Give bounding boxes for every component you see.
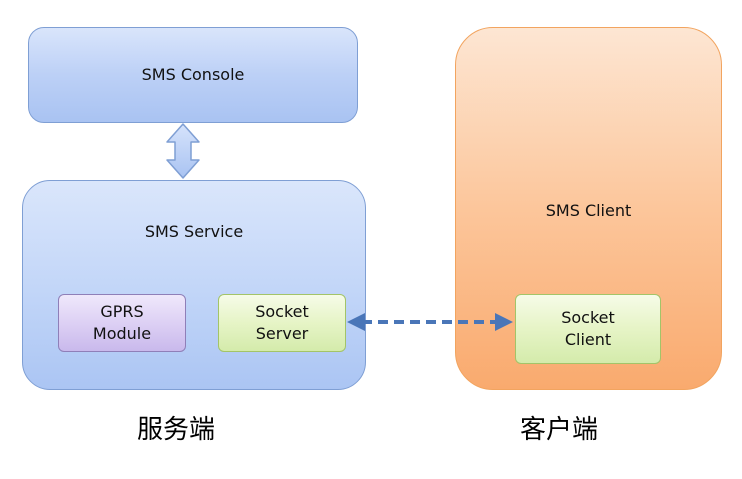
- gprs-module-label-line1: GPRS: [100, 302, 144, 322]
- client-side-label: 客户端: [520, 415, 599, 445]
- socket-client-label-line2: Client: [564, 330, 612, 349]
- socket-arrowhead-left: [347, 313, 365, 331]
- sms-service-box: SMS Service: [22, 180, 366, 390]
- gprs-module-label-line2: Module: [92, 324, 152, 343]
- sms-console-label: SMS Console: [141, 65, 245, 85]
- gprs-module-label: GPRS Module: [93, 301, 151, 344]
- gprs-module-box: GPRS Module: [58, 294, 186, 352]
- sms-service-label: SMS Service: [144, 222, 244, 241]
- socket-client-label-line1: Socket: [561, 308, 615, 328]
- socket-server-label-line1: Socket: [255, 302, 309, 322]
- socket-client-label: Socket Client: [561, 307, 615, 350]
- socket-server-label: Socket Server: [255, 301, 309, 344]
- socket-server-box: Socket Server: [218, 294, 346, 352]
- console-service-double-arrow: [166, 123, 200, 179]
- server-side-label: 服务端: [137, 415, 216, 445]
- sms-console-box: SMS Console: [28, 27, 358, 123]
- socket-server-label-line2: Server: [255, 324, 309, 343]
- socket-client-box: Socket Client: [515, 294, 661, 364]
- socket-arrowhead-right: [495, 313, 513, 331]
- sms-client-label: SMS Client: [545, 201, 632, 220]
